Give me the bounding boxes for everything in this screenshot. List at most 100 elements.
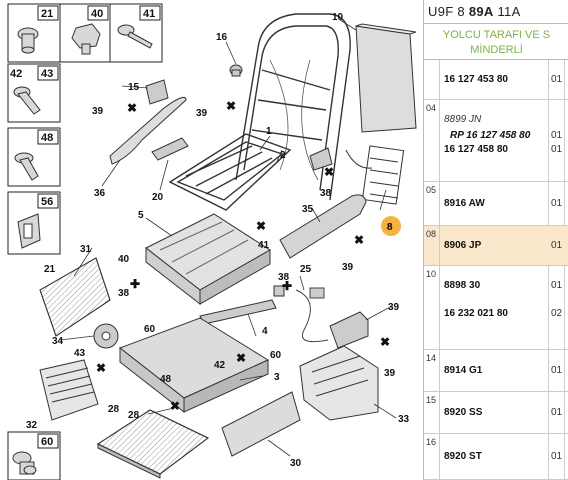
part-quantity: 02 bbox=[551, 308, 563, 319]
fastener-marker-icon: ✚ bbox=[130, 277, 140, 291]
shield-33 bbox=[299, 345, 379, 421]
pivot-39 bbox=[273, 285, 285, 297]
cap-screw-icon bbox=[17, 27, 39, 54]
fastener-markers: ✖ ✖ ✖ ✖ ✖ ✖ ✖ ✖ ✖ ✚ ✚ bbox=[96, 99, 390, 413]
callout-5: 4 bbox=[262, 326, 268, 337]
side-trim-36 bbox=[109, 79, 187, 165]
part-reference[interactable]: 8920 SS bbox=[444, 407, 483, 418]
cell-42-label: 42 bbox=[10, 68, 22, 80]
callout-28b: 28 bbox=[128, 410, 140, 421]
callout-25: 25 bbox=[300, 264, 312, 275]
catalog-reference: U9F 8 89A 11A bbox=[424, 0, 568, 24]
seat-back-pad bbox=[355, 23, 417, 133]
base-frame-3 bbox=[118, 317, 270, 414]
exploded-seat-diagram: 21 40 41 42 43 48 56 60 bbox=[7, 3, 417, 480]
parts-row[interactable]: 08 8906 JP 01 bbox=[424, 226, 568, 266]
latch-40 bbox=[309, 147, 333, 171]
table-title: YOLCU TARAFI VE S MİNDERLİ bbox=[424, 24, 568, 60]
parts-table: U9F 8 89A 11A YOLCU TARAFI VE S MİNDERLİ… bbox=[423, 0, 568, 480]
fastener-marker-icon: ✖ bbox=[127, 101, 137, 115]
callout-39a: 38 bbox=[278, 272, 290, 283]
guide-16 bbox=[229, 64, 243, 77]
part-quantity: 01 bbox=[551, 74, 563, 85]
part-reference[interactable]: 8906 JP bbox=[444, 240, 482, 251]
seat-cushion-frame bbox=[168, 133, 292, 211]
bracket-20 bbox=[151, 137, 189, 161]
row-index: 10 bbox=[424, 266, 440, 349]
row-index: 08 bbox=[424, 226, 440, 265]
callout-2: 2 bbox=[280, 150, 286, 161]
part-reference[interactable]: 16 127 453 80 bbox=[444, 74, 508, 85]
rail-5 bbox=[199, 299, 277, 325]
callout-15: 15 bbox=[128, 82, 140, 93]
self-tapping-screw-icon bbox=[117, 24, 153, 49]
fastener-marker-icon: ✖ bbox=[354, 233, 364, 247]
hardware-grid bbox=[7, 3, 163, 480]
part-reference[interactable]: 8920 ST bbox=[444, 451, 482, 462]
row-index: 16 bbox=[424, 434, 440, 479]
fastener-marker-icon: ✖ bbox=[324, 165, 334, 179]
part-reference[interactable]: RP 16 127 458 80 bbox=[450, 130, 531, 141]
part-quantity: 01 bbox=[551, 280, 563, 291]
callout-48a: 43 bbox=[74, 348, 86, 359]
parts-row[interactable]: 04 8899 JN RP 16 127 458 80 01 16 127 458 80… bbox=[424, 100, 568, 182]
fastener-marker-icon: ✖ bbox=[226, 99, 236, 113]
part-reference[interactable]: 8899 JN bbox=[444, 114, 482, 125]
part-reference[interactable]: 8914 G1 bbox=[444, 365, 483, 376]
cell-43-label: 43 bbox=[41, 68, 53, 80]
bolt-42-icon bbox=[13, 86, 41, 115]
callout-42b: 42 bbox=[214, 360, 226, 371]
title-line-1: YOLCU TARAFI VE S bbox=[442, 29, 551, 41]
part-reference[interactable]: 8898 30 bbox=[444, 280, 481, 291]
callout-16: 16 bbox=[216, 32, 228, 43]
cell-40-label: 40 bbox=[91, 8, 103, 20]
mechanism-34 bbox=[93, 323, 119, 349]
cell-56-label-box bbox=[37, 193, 59, 209]
callout-32: 32 bbox=[26, 420, 38, 431]
side-trim-35 bbox=[279, 194, 367, 259]
callout-42a: 40 bbox=[118, 254, 130, 265]
row-index: 04 bbox=[424, 100, 440, 181]
parts-row[interactable]: 16 127 453 80 01 bbox=[424, 60, 568, 100]
cell-60-label: 60 bbox=[41, 436, 53, 448]
part-reference[interactable]: 16 127 458 80 bbox=[444, 144, 508, 155]
storage-tray-30 bbox=[96, 409, 209, 479]
callout-38: 39 bbox=[388, 302, 400, 313]
callout-34: 34 bbox=[52, 336, 64, 347]
callout-21: 21 bbox=[44, 264, 56, 275]
side-panel-31 bbox=[39, 257, 111, 337]
part-quantity: 01 bbox=[551, 240, 563, 251]
row-index bbox=[424, 60, 440, 99]
callout-48b: 48 bbox=[160, 374, 172, 385]
catalog-prefix: U9F 8 bbox=[428, 4, 469, 19]
callout-33: 33 bbox=[398, 414, 410, 425]
cell-43-label-box bbox=[37, 65, 59, 81]
parts-row[interactable]: 10 8898 30 01 16 232 021 80 02 bbox=[424, 266, 568, 350]
fastener-marker-icon: ✖ bbox=[170, 399, 180, 413]
callout-30: 30 bbox=[290, 458, 302, 469]
row-index: 14 bbox=[424, 350, 440, 391]
callout-43: 41 bbox=[258, 240, 270, 251]
highlight-marker-8 bbox=[381, 216, 401, 236]
fastener-marker-icon: ✚ bbox=[282, 279, 292, 293]
part-quantity: 01 bbox=[551, 144, 563, 155]
seat-back-frame bbox=[235, 13, 351, 201]
part-reference[interactable]: 8916 AW bbox=[444, 198, 485, 209]
clip-56-icon bbox=[17, 213, 41, 249]
callout-31: 31 bbox=[80, 244, 92, 255]
hex-nut-icon bbox=[71, 23, 101, 55]
part-reference[interactable]: 16 232 021 80 bbox=[444, 308, 508, 319]
fastener-marker-icon: ✖ bbox=[96, 361, 106, 375]
cell-41-label: 41 bbox=[143, 8, 155, 20]
callout-36: 36 bbox=[94, 188, 106, 199]
title-line-2: MİNDERLİ bbox=[470, 44, 523, 56]
cell-21-label: 21 bbox=[41, 8, 53, 20]
row-index: 05 bbox=[424, 182, 440, 225]
column-divider bbox=[548, 60, 549, 480]
catalog-bold: 89A bbox=[468, 4, 494, 19]
fastener-marker-icon: ✖ bbox=[256, 219, 266, 233]
